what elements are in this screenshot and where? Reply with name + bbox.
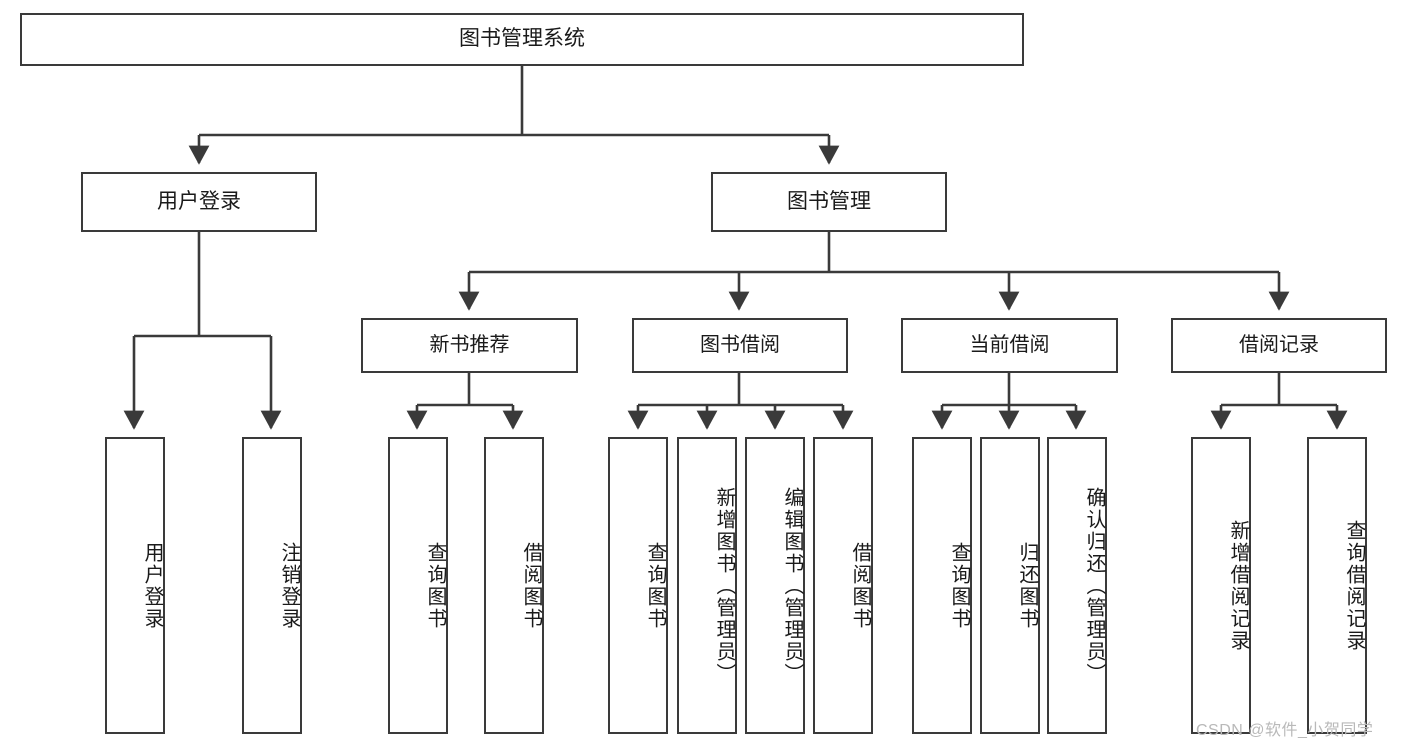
node-leaf-add-book-label: 新增图书（管理员） (713, 486, 735, 685)
node-leaf-logout-login-label: 注销登录 (278, 541, 300, 630)
node-leaf-add-record[interactable]: 新增借阅记录 (1191, 437, 1251, 734)
node-root-label: 图书管理系统 (459, 27, 585, 51)
node-leaf-borrow-book-2[interactable]: 借阅图书 (813, 437, 873, 734)
node-borrow-record[interactable]: 借阅记录 (1171, 318, 1387, 373)
node-leaf-confirm-return-label: 确认归还（管理员） (1083, 486, 1105, 685)
node-leaf-borrow-book-1[interactable]: 借阅图书 (484, 437, 544, 734)
node-leaf-query-record[interactable]: 查询借阅记录 (1307, 437, 1367, 734)
node-leaf-logout-login[interactable]: 注销登录 (242, 437, 302, 734)
node-leaf-borrow-book-1-label: 借阅图书 (520, 541, 542, 630)
node-leaf-query-book-1[interactable]: 查询图书 (388, 437, 448, 734)
node-root[interactable]: 图书管理系统 (20, 13, 1024, 66)
node-book-borrow[interactable]: 图书借阅 (632, 318, 848, 373)
node-current-borrow-label: 当前借阅 (969, 333, 1050, 356)
node-book-management[interactable]: 图书管理 (711, 172, 947, 232)
node-book-management-label: 图书管理 (787, 189, 871, 213)
node-leaf-return-book[interactable]: 归还图书 (980, 437, 1040, 734)
node-leaf-edit-book[interactable]: 编辑图书（管理员） (745, 437, 805, 734)
node-leaf-return-book-label: 归还图书 (1016, 541, 1038, 630)
node-leaf-add-record-label: 新增借阅记录 (1227, 519, 1249, 652)
node-book-borrow-label: 图书借阅 (700, 333, 780, 356)
node-user-login-label: 用户登录 (157, 189, 241, 213)
node-leaf-query-book-2-label: 查询图书 (644, 541, 666, 630)
node-leaf-query-book-2[interactable]: 查询图书 (608, 437, 668, 734)
node-leaf-query-book-1-label: 查询图书 (424, 541, 446, 630)
node-leaf-confirm-return[interactable]: 确认归还（管理员） (1047, 437, 1107, 734)
node-leaf-add-book[interactable]: 新增图书（管理员） (677, 437, 737, 734)
node-leaf-query-book-3-label: 查询图书 (948, 541, 970, 630)
node-new-book-recommend[interactable]: 新书推荐 (361, 318, 578, 373)
node-leaf-borrow-book-2-label: 借阅图书 (849, 541, 871, 630)
node-current-borrow[interactable]: 当前借阅 (901, 318, 1118, 373)
node-leaf-user-login-label: 用户登录 (141, 541, 163, 630)
node-user-login[interactable]: 用户登录 (81, 172, 317, 232)
node-leaf-edit-book-label: 编辑图书（管理员） (781, 486, 803, 685)
node-new-book-recommend-label: 新书推荐 (429, 333, 510, 356)
node-leaf-query-record-label: 查询借阅记录 (1343, 519, 1365, 652)
node-borrow-record-label: 借阅记录 (1239, 333, 1319, 356)
node-leaf-user-login[interactable]: 用户登录 (105, 437, 165, 734)
node-leaf-query-book-3[interactable]: 查询图书 (912, 437, 972, 734)
